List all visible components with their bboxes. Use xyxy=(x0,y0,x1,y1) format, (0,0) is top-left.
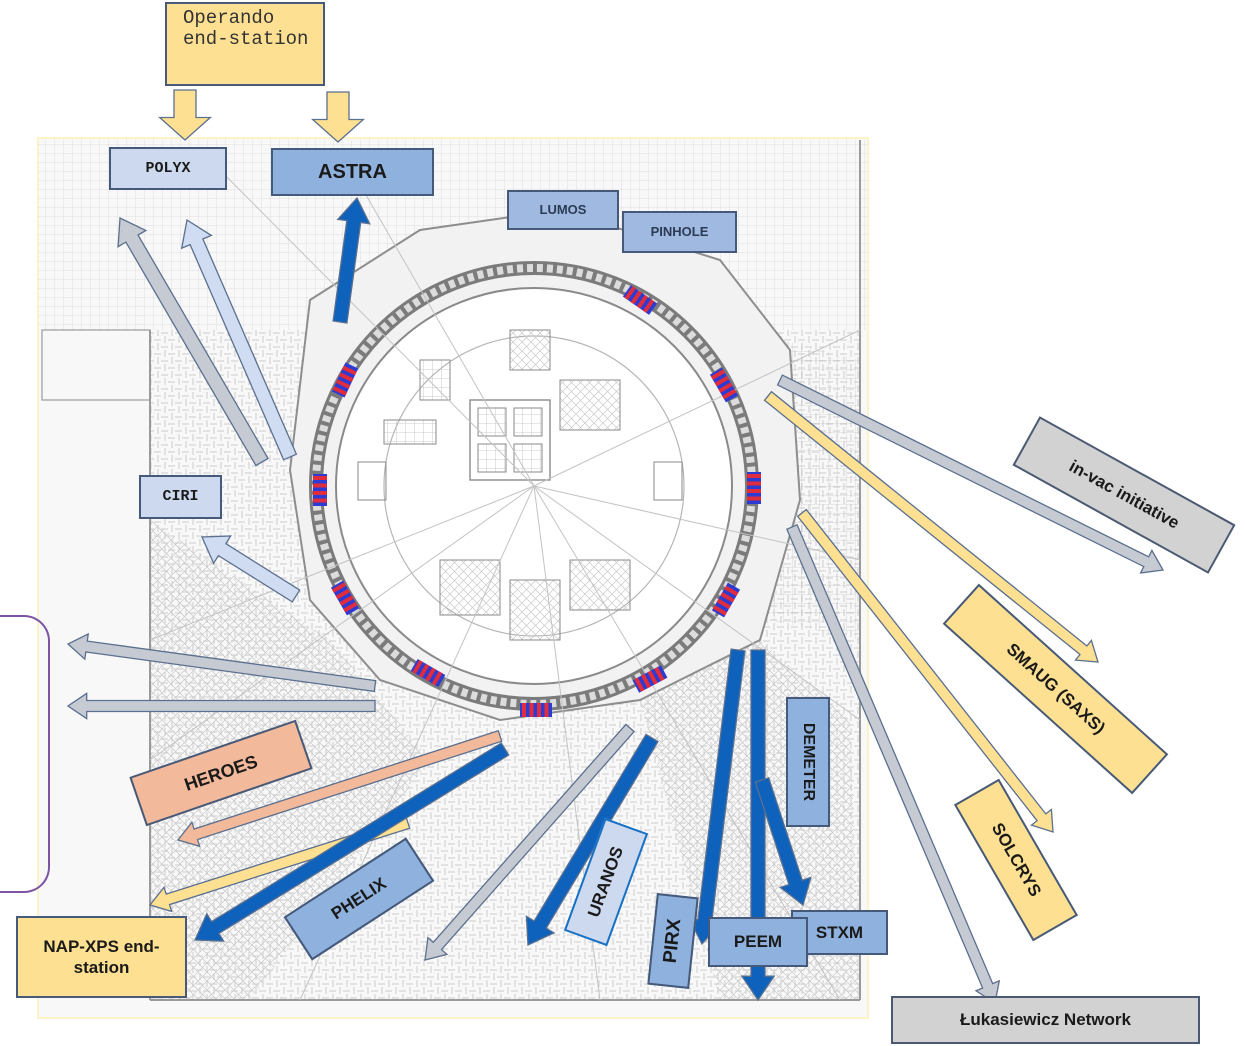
nap-xps-label: NAP-XPS end-station xyxy=(16,916,187,998)
dipole-magnets xyxy=(313,285,761,717)
operando-end-station-label: Operando end-station xyxy=(165,2,325,86)
west-grey-arrow-2 xyxy=(66,692,376,720)
lukasiewicz-arrow xyxy=(786,523,1001,1005)
rf-block xyxy=(509,329,551,371)
booster-block xyxy=(509,579,561,641)
ciri-arrow xyxy=(201,535,301,603)
west-grey-arrow-1 xyxy=(66,632,377,693)
polyx-light-blue-arrow xyxy=(180,218,298,461)
demeter-label: DEMETER xyxy=(786,697,830,827)
dipole-magnet xyxy=(709,367,739,403)
dipole-magnet xyxy=(632,665,668,693)
dipole-magnet xyxy=(520,703,552,717)
ciri-label: CIRI xyxy=(139,475,222,519)
linac-block xyxy=(559,379,621,431)
peem-arrow xyxy=(740,649,776,1002)
dipole-magnet xyxy=(313,474,327,506)
dipole-magnet xyxy=(410,658,446,688)
equipment-block xyxy=(513,443,543,473)
heroes-arrow xyxy=(176,729,503,848)
lumos-label: LUMOS xyxy=(507,190,619,230)
phelix-arrow xyxy=(194,742,510,942)
dipole-magnet xyxy=(711,582,741,618)
equipment-block xyxy=(513,407,543,437)
dipole-magnet xyxy=(330,580,360,616)
rf-block xyxy=(419,359,451,401)
operando-to-polyx-arrow xyxy=(157,89,213,141)
central-equipment xyxy=(469,399,551,481)
in-vac-arrow xyxy=(776,374,1165,574)
uranos-arrow xyxy=(525,733,659,946)
dipole-magnet xyxy=(331,362,359,398)
injector-block xyxy=(383,419,437,445)
equipment-block xyxy=(477,443,507,473)
astra-label: ASTRA xyxy=(271,148,434,196)
dipole-magnet xyxy=(622,285,658,315)
solcrys-arrow xyxy=(796,508,1054,833)
ring-recess-west xyxy=(357,461,387,501)
group-bracket xyxy=(0,615,50,893)
dipole-magnet xyxy=(747,472,761,504)
booster-block xyxy=(439,559,501,616)
pinhole-label: PINHOLE xyxy=(622,211,737,253)
stxm-arrow xyxy=(754,776,812,907)
operando-to-astra-arrow xyxy=(310,91,366,143)
polyx-grey-arrow xyxy=(117,216,269,467)
smaug-arrow xyxy=(763,390,1099,663)
equipment-block xyxy=(477,407,507,437)
ring-recess-east xyxy=(653,461,683,501)
booster-block xyxy=(569,559,631,611)
peem-label: PEEM xyxy=(708,917,808,967)
polyx-label: POLYX xyxy=(109,147,227,190)
grey-sw-arrow xyxy=(424,723,636,961)
lukasiewicz-network-label: Łukasiewicz Network xyxy=(891,996,1200,1044)
astra-arrow xyxy=(332,196,371,324)
